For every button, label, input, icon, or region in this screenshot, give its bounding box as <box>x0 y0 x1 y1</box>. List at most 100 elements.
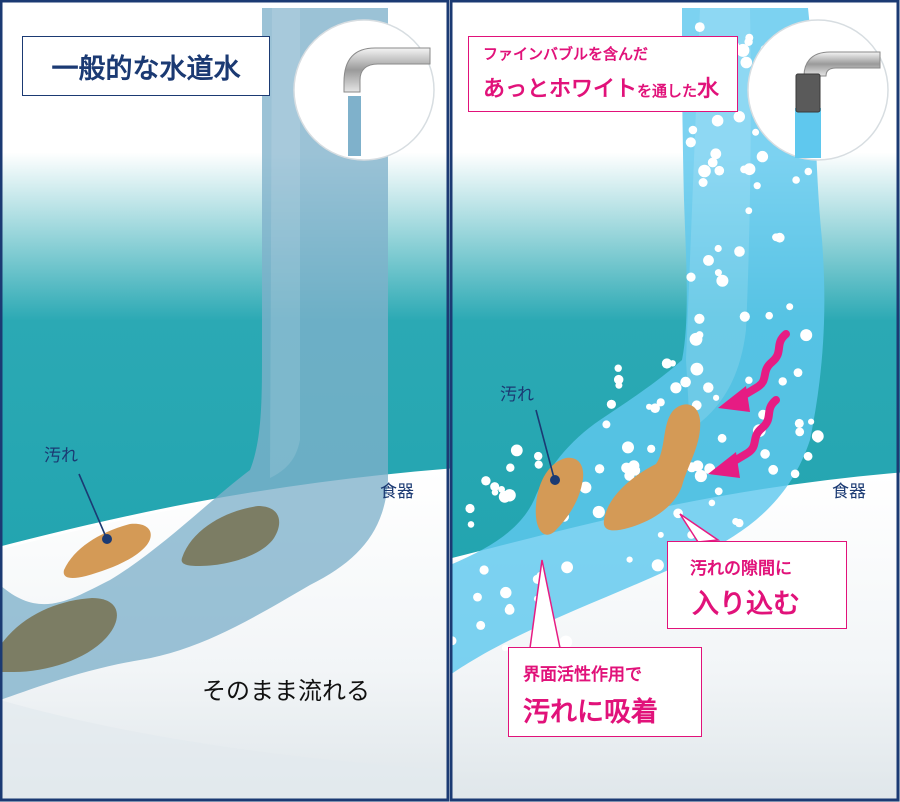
bubble <box>795 427 805 437</box>
title-line1: ファインバブルを含んだ <box>483 45 649 63</box>
bubble <box>594 464 605 474</box>
bubble <box>476 620 486 630</box>
bubble <box>713 394 720 401</box>
faucet-aerator <box>795 73 821 113</box>
bubble <box>716 274 729 287</box>
bubble <box>650 403 660 414</box>
bubble <box>808 418 815 425</box>
bubble <box>786 303 794 311</box>
bubble <box>592 505 605 519</box>
bubble <box>804 167 813 176</box>
bubble <box>602 420 611 429</box>
bubble <box>680 376 691 388</box>
bubble <box>647 444 656 453</box>
bubble <box>793 368 803 377</box>
bubble <box>490 482 500 492</box>
bubble <box>734 246 745 257</box>
bubble <box>690 362 704 376</box>
bubble <box>698 178 708 187</box>
stain-pointer <box>535 409 555 479</box>
bubble <box>614 374 624 385</box>
bubble <box>714 244 722 253</box>
bubble <box>510 444 523 457</box>
bubble <box>714 165 725 176</box>
dish-inner-shadow <box>0 700 450 802</box>
bubble <box>534 460 543 469</box>
stain-pointer <box>78 473 107 538</box>
callout-adsorb-line1: 界面活性作用で <box>523 665 642 685</box>
bubble <box>498 486 505 493</box>
penetrate-arrow-2-head <box>708 452 740 478</box>
bubble <box>614 364 622 372</box>
bubble <box>646 403 653 410</box>
frame-left <box>0 0 450 802</box>
bubble <box>534 451 543 461</box>
bubble <box>733 111 745 123</box>
callout-penetrate: 汚れの隙間に 入り込む <box>667 541 847 629</box>
faucet-spout <box>803 51 881 77</box>
bubble <box>736 43 750 57</box>
bubble <box>703 382 714 393</box>
stain-flowing-2 <box>0 598 117 672</box>
panel-tap-water-art <box>0 0 450 802</box>
stain-small <box>535 457 584 535</box>
bubble <box>473 592 482 602</box>
bubble <box>628 460 640 472</box>
faucet-water <box>795 108 821 158</box>
bubble <box>710 148 722 160</box>
bubble <box>500 586 512 599</box>
flow-label: そのまま流れる <box>202 677 370 705</box>
frame-right <box>450 0 900 802</box>
faucet-water <box>348 96 361 156</box>
bubble <box>651 559 664 572</box>
bubble <box>714 487 723 496</box>
title-bubble-water: ファインバブルを含んだ あっとホワイトを通した水 <box>468 36 738 112</box>
bubble <box>794 418 804 428</box>
bubble <box>803 451 813 461</box>
bubble <box>740 165 748 174</box>
bubble <box>661 358 672 369</box>
bubble <box>744 37 753 46</box>
stain-spot <box>63 523 151 578</box>
bubble <box>756 150 769 163</box>
bubble <box>711 114 724 127</box>
bubble <box>714 269 722 277</box>
bubble <box>501 644 509 652</box>
bubble <box>708 499 716 507</box>
water-stream <box>0 8 388 700</box>
bubble <box>622 441 634 454</box>
bubble <box>626 556 633 563</box>
bubble <box>669 360 676 367</box>
stain-label: 汚れ <box>44 446 78 466</box>
title-tail: を通した <box>637 82 698 100</box>
stain-pointer-dot <box>550 475 560 485</box>
bubble <box>753 182 761 190</box>
bubble <box>559 635 573 649</box>
bubble <box>694 313 705 324</box>
panel-tap-water: 一般的な水道水 汚れ 食器 そのまま流れる <box>0 0 450 802</box>
bubble <box>790 469 800 479</box>
bubble <box>624 470 635 481</box>
bubble <box>778 377 787 386</box>
stain-large <box>603 404 701 531</box>
bubble <box>670 382 682 394</box>
bubble <box>745 207 753 215</box>
bubble <box>688 125 698 135</box>
bubble <box>503 489 516 502</box>
bubble <box>656 398 665 407</box>
bubble <box>732 518 740 525</box>
bubble <box>491 489 499 496</box>
bubble <box>694 469 707 483</box>
faucet-inset <box>293 19 435 161</box>
bubble <box>739 311 750 322</box>
panel-bubble-water: ファインバブルを含んだ あっとホワイトを通した水 汚れ 食器 汚れの隙間に 入り… <box>450 0 900 802</box>
callout-penetrate-line1: 汚れの隙間に <box>690 559 792 579</box>
bubble <box>579 481 592 494</box>
title-tap-water: 一般的な水道水 <box>22 36 270 96</box>
title-product: あっとホワイト <box>483 77 638 102</box>
callout-adsorb-line2: 汚れに吸着 <box>523 697 658 728</box>
bubble <box>752 128 760 136</box>
bubble <box>657 531 664 538</box>
title-end: 水 <box>697 77 720 102</box>
